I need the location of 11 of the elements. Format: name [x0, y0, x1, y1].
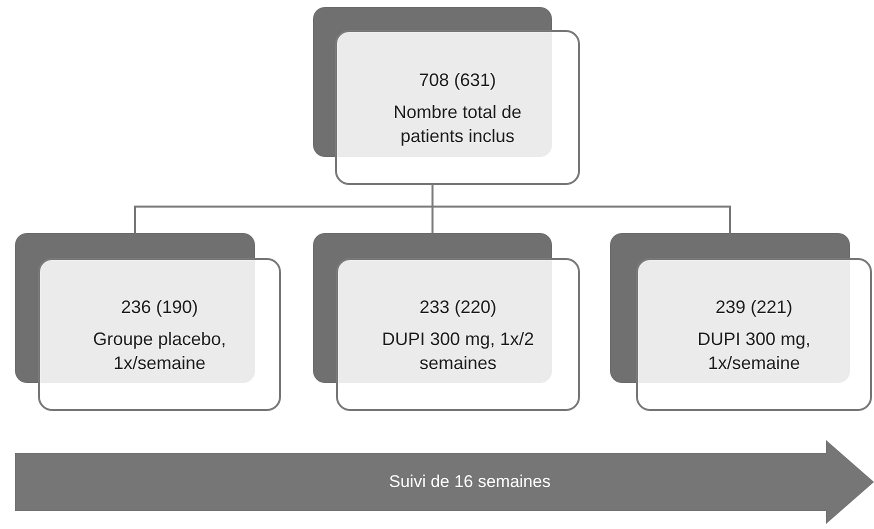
- timeline-arrow: [15, 440, 874, 524]
- group-text: Groupe placebo, 1x/semaine: [92, 328, 228, 374]
- count-text: 708 (631): [418, 68, 496, 92]
- group-text: Nombre total de patients inclus: [392, 100, 523, 148]
- group-text: DUPI 300 mg, 1x/semaine: [696, 328, 812, 374]
- count-text: 239 (221): [715, 296, 793, 318]
- count-text: 233 (220): [419, 296, 497, 318]
- count-text: 236 (190): [120, 296, 198, 318]
- arrow-label: Suivi de 16 semaines: [389, 472, 551, 492]
- connector-line: [134, 185, 434, 233]
- group-text: DUPI 300 mg, 1x/2 semaines: [380, 328, 536, 374]
